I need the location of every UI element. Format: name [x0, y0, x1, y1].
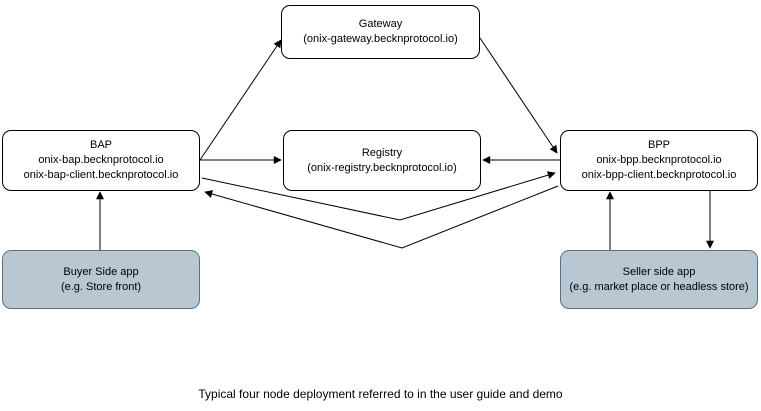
node-registry-domain: (onix-registry.becknprotocol.io) [307, 161, 457, 174]
node-bpp-domain: onix-bpp.becknprotocol.io [596, 154, 722, 166]
node-bpp-client-domain: onix-bpp-client.becknprotocol.io [581, 169, 737, 181]
node-registry-title: Registry [361, 146, 403, 159]
node-bap-domain: onix-bap.becknprotocol.io [38, 154, 164, 166]
node-buyer-example: (e.g. Store front) [60, 280, 142, 293]
node-seller-example: (e.g. market place or headless store) [569, 280, 749, 293]
edge-bpp-to-bap [204, 185, 559, 249]
node-seller-side-app: Seller side app (e.g. market place or he… [560, 250, 758, 309]
node-buyer-title: Buyer Side app [63, 265, 139, 278]
node-bap-title: BAP [89, 139, 112, 151]
node-bpp: BPP onix-bpp.becknprotocol.io onix-bpp-c… [560, 130, 758, 191]
edge-bap-to-bpp [201, 171, 556, 221]
node-buyer-side-app: Buyer Side app (e.g. Store front) [2, 250, 200, 309]
diagram-caption: Typical four node deployment referred to… [198, 387, 563, 401]
edge-bap-to-gateway [199, 39, 282, 161]
node-bap: BAP onix-bap.becknprotocol.io onix-bap-c… [2, 130, 200, 191]
node-bap-client-domain: onix-bap-client.becknprotocol.io [23, 169, 179, 181]
node-registry: Registry (onix-registry.becknprotocol.io… [283, 130, 481, 191]
node-gateway-title: Gateway [358, 18, 403, 30]
node-gateway-domain: (onix-gateway.becknprotocol.io) [303, 33, 458, 45]
edge-gateway-to-bpp [479, 37, 558, 154]
node-seller-title: Seller side app [622, 265, 696, 278]
node-gateway: Gateway (onix-gateway.becknprotocol.io) [281, 5, 480, 59]
node-bpp-title: BPP [647, 139, 670, 151]
